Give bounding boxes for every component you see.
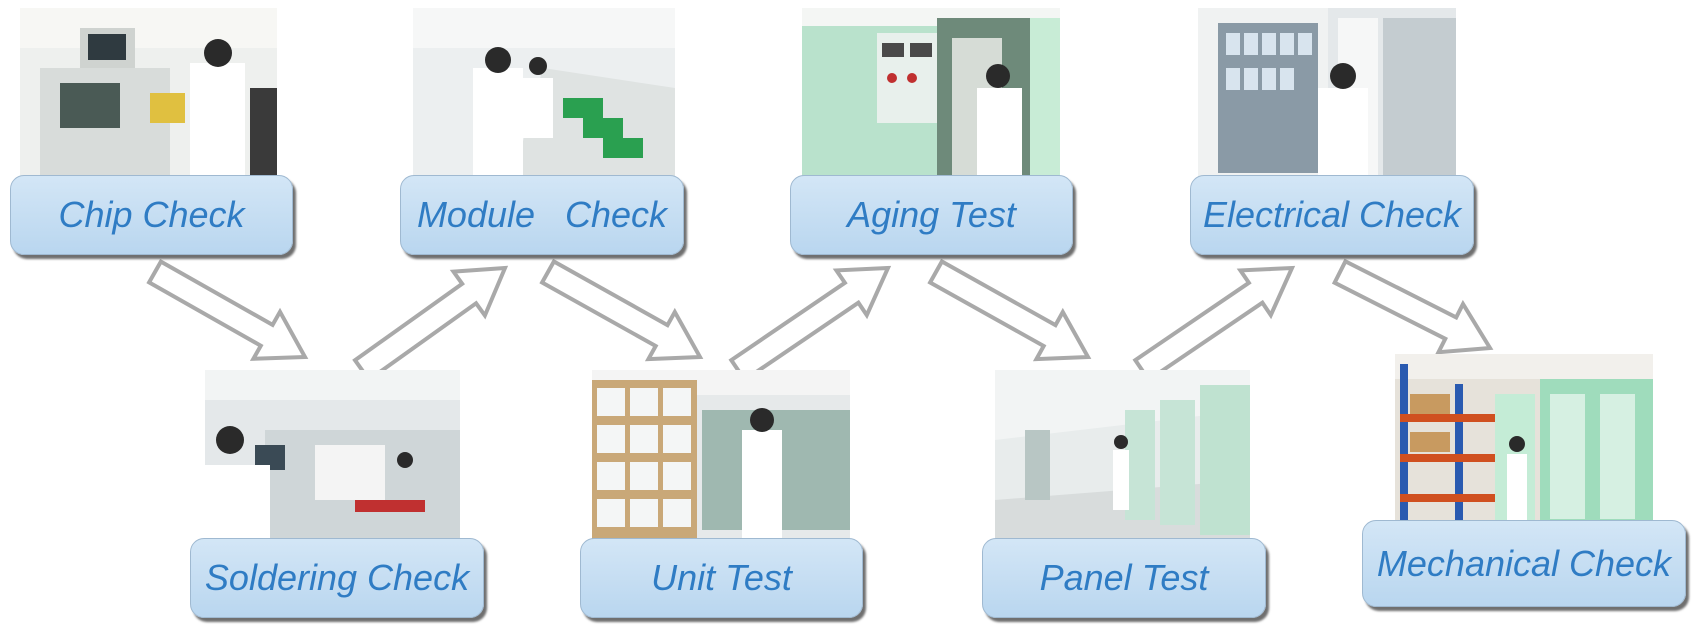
flow-arrow-aging-to-panel xyxy=(927,258,1092,362)
flow-arrow-chip-to-soldering xyxy=(146,258,309,361)
photo-aging-test xyxy=(802,8,1060,178)
flow-arrow-panel-to-electrical xyxy=(1132,265,1296,383)
photo-unit-test xyxy=(592,370,850,540)
photo-panel-test xyxy=(995,370,1250,540)
photo-electrical-check xyxy=(1198,8,1456,178)
step-label-soldering-check: Soldering Check xyxy=(190,538,484,618)
step-label-chip-check: Chip Check xyxy=(10,175,293,255)
flow-arrow-module-to-unit xyxy=(539,258,704,362)
flow-arrow-unit-to-aging xyxy=(728,265,892,383)
photo-soldering-check xyxy=(205,370,460,540)
step-label-electrical-check: Electrical Check xyxy=(1190,175,1474,255)
step-label-mechanical-check: Mechanical Check xyxy=(1362,520,1686,607)
flow-arrow-soldering-to-module xyxy=(352,265,509,383)
step-label-panel-test: Panel Test xyxy=(982,538,1266,618)
step-label-unit-test: Unit Test xyxy=(580,538,863,618)
flow-arrow-electrical-to-mechanical xyxy=(1331,258,1494,355)
photo-module-check xyxy=(413,8,675,178)
step-label-module-check: Module Check xyxy=(400,175,684,255)
photo-mechanical-check xyxy=(1395,354,1653,526)
step-label-aging-test: Aging Test xyxy=(790,175,1073,255)
photo-chip-check xyxy=(20,8,277,178)
